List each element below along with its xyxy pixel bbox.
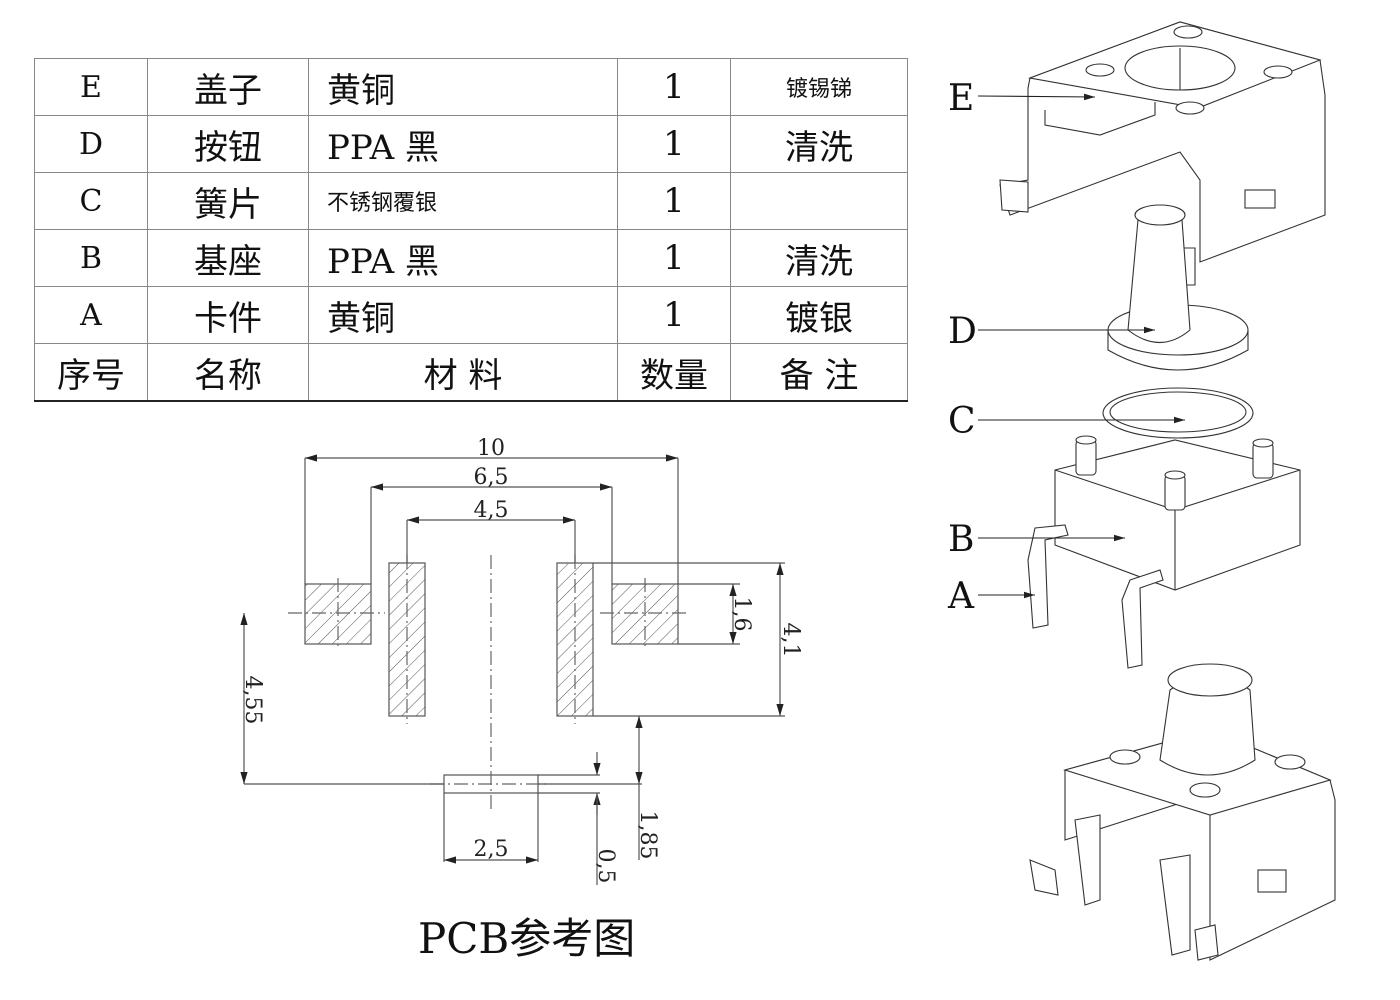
assembled-switch	[1029, 663, 1336, 961]
row-note: 清洗	[730, 115, 908, 173]
table-row: B 基座 PPA 黑 1 清洗	[34, 229, 908, 287]
row-note	[730, 172, 908, 230]
part-b-base	[1054, 435, 1301, 591]
label-d: D	[948, 311, 977, 352]
part-a-clip	[1027, 524, 1164, 669]
dim-inner-pad-span: 4,5	[474, 498, 509, 523]
label-a: A	[947, 576, 975, 617]
dim-bottom-pad-height: 0,5	[593, 849, 618, 884]
part-d-button	[1107, 204, 1249, 371]
label-e: E	[948, 78, 974, 119]
header-note: 备 注	[730, 343, 908, 402]
table-row: E 盖子 黄铜 1 镀锡锑	[34, 58, 908, 116]
dim-bottom-offset: 1,85	[635, 811, 660, 860]
exploded-view-drawing	[977, 21, 1336, 961]
table-row: D 按钮 PPA 黑 1 清洗	[34, 115, 908, 173]
part-e-cover	[999, 21, 1326, 286]
row-note: 镀锡锑	[730, 58, 908, 116]
row-id: B	[34, 229, 148, 287]
header-qty: 数量	[617, 343, 731, 402]
row-qty: 1	[617, 229, 731, 287]
dim-pad-height: 1,6	[729, 597, 754, 632]
row-qty: 1	[617, 115, 731, 173]
row-id: D	[34, 115, 148, 173]
pcb-title: PCB参考图	[418, 914, 636, 963]
label-b: B	[948, 519, 974, 560]
row-qty: 1	[617, 286, 731, 344]
table-row: A 卡件 黄铜 1 镀银	[34, 286, 908, 344]
part-c-dome	[1102, 387, 1254, 439]
header-material: 材 料	[308, 343, 618, 402]
row-name: 簧片	[147, 172, 309, 230]
dim-slot-height: 4,1	[778, 623, 803, 658]
row-note: 镀银	[730, 286, 908, 344]
row-material: PPA 黑	[308, 229, 618, 287]
table-header-row: 序号 名称 材 料 数量 备 注	[34, 343, 908, 402]
row-id: E	[34, 58, 148, 116]
dim-offset-vertical: 4,55	[240, 676, 265, 725]
row-material: 黄铜	[308, 286, 618, 344]
dim-overall-width: 10	[477, 436, 505, 461]
dim-bottom-pad-width: 2,5	[474, 837, 509, 862]
header-id: 序号	[34, 343, 148, 402]
row-qty: 1	[617, 58, 731, 116]
row-qty: 1	[617, 172, 731, 230]
row-name: 盖子	[147, 58, 309, 116]
bill-of-materials-table: E 盖子 黄铜 1 镀锡锑 D 按钮 PPA 黑 1 清洗 C 簧片 不锈钢覆银…	[34, 58, 908, 402]
row-id: A	[34, 286, 148, 344]
row-note: 清洗	[730, 229, 908, 287]
row-name: 按钮	[147, 115, 309, 173]
label-c: C	[948, 401, 976, 442]
header-name: 名称	[147, 343, 309, 402]
dim-outer-pad-span: 6,5	[474, 465, 509, 490]
row-name: 基座	[147, 229, 309, 287]
pcb-footprint-drawing	[240, 454, 785, 885]
